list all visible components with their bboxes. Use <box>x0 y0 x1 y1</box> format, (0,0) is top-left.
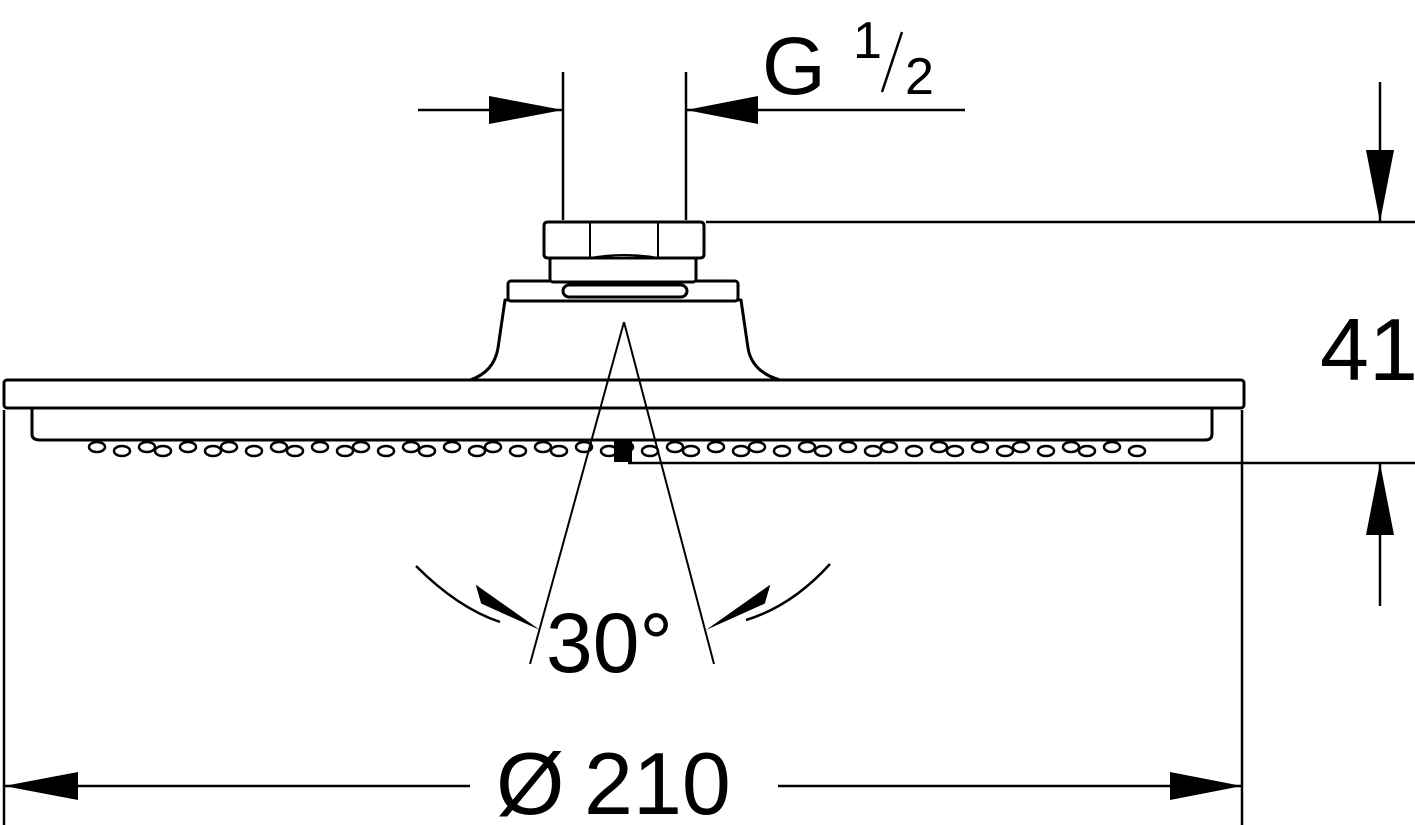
nozzle <box>269 440 289 454</box>
nozzle <box>137 440 157 454</box>
height-label: 41 <box>1320 300 1415 399</box>
diameter-dimension: Ø 210 <box>2 410 1244 825</box>
hex-nut <box>542 220 706 260</box>
nozzle <box>351 440 371 454</box>
nozzle <box>310 440 330 454</box>
nozzle <box>219 440 239 454</box>
nozzle <box>401 440 421 454</box>
nozzle <box>995 444 1015 458</box>
center-nozzle <box>614 440 632 462</box>
nozzle <box>706 440 726 454</box>
nozzle <box>178 440 198 454</box>
nozzle <box>838 440 858 454</box>
nozzle <box>376 444 396 458</box>
hex-curve <box>589 254 659 259</box>
thread-arrow-right <box>686 96 758 124</box>
shower-head <box>2 220 1246 462</box>
nozzle <box>772 444 792 458</box>
nozzle <box>681 444 701 458</box>
nozzle <box>813 444 833 458</box>
angle-dimension: 30° <box>415 321 831 690</box>
height-dimension: 41 <box>628 82 1415 606</box>
nozzle <box>335 444 355 458</box>
nozzle <box>87 440 107 454</box>
thread-dimension: G 1 2 <box>418 12 965 220</box>
head-disc <box>2 378 1246 410</box>
nozzle <box>417 444 437 458</box>
nozzle <box>1036 444 1056 458</box>
nozzle <box>285 444 305 458</box>
angle-arc-left <box>415 565 501 624</box>
nozzle <box>508 444 528 458</box>
nozzle <box>533 440 553 454</box>
nozzle-row <box>87 440 1147 462</box>
nozzle <box>1061 440 1081 454</box>
nozzle <box>1011 440 1031 454</box>
nozzle <box>797 440 817 454</box>
thread-label-denominator: 2 <box>905 48 934 106</box>
diameter-arrow-left <box>4 772 78 800</box>
thread-arrow-left <box>489 96 563 124</box>
nozzle <box>549 444 569 458</box>
nozzle <box>112 444 132 458</box>
nozzle <box>442 440 462 454</box>
nozzle <box>747 440 767 454</box>
nozzle <box>945 444 965 458</box>
head-neck <box>468 298 782 382</box>
nozzle <box>640 444 660 458</box>
nozzle <box>904 444 924 458</box>
nozzle <box>244 444 264 458</box>
nozzle <box>879 440 899 454</box>
height-arrow-bottom <box>1366 463 1394 535</box>
diameter-value: 210 <box>584 734 731 825</box>
nozzle <box>929 440 949 454</box>
nozzle <box>467 444 487 458</box>
nozzle <box>1127 444 1147 458</box>
diameter-arrow-right <box>1170 772 1242 800</box>
angle-arrow-left <box>475 584 540 630</box>
nozzle <box>153 444 173 458</box>
angle-line-left <box>529 321 625 665</box>
nozzle-tray <box>30 408 1214 442</box>
diameter-symbol: Ø <box>496 734 564 825</box>
thread-label-prefix: G <box>762 21 826 112</box>
thread-label-numerator: 1 <box>853 12 882 70</box>
thread-fraction-slash <box>880 31 904 93</box>
nozzle <box>665 440 685 454</box>
nozzle <box>203 444 223 458</box>
angle-line-right <box>623 321 715 665</box>
nozzle <box>1077 444 1097 458</box>
connector-stem <box>548 254 698 284</box>
nozzle <box>1102 440 1122 454</box>
nozzle <box>863 444 883 458</box>
angle-label: 30° <box>546 596 673 690</box>
collar-slot <box>561 283 689 299</box>
angle-arc-right <box>745 563 831 622</box>
nozzle <box>483 440 503 454</box>
angle-arrow-right <box>706 584 771 630</box>
nozzle <box>970 440 990 454</box>
height-arrow-top <box>1366 150 1394 222</box>
nozzle <box>731 444 751 458</box>
